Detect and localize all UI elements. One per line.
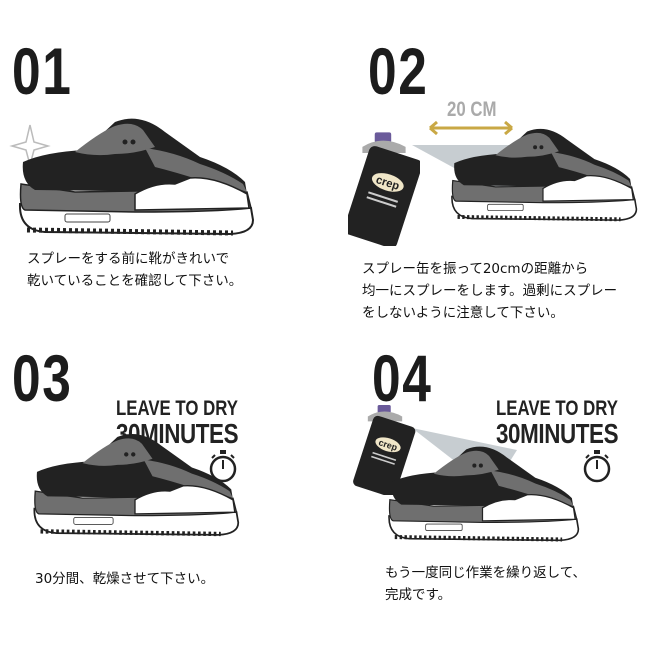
- distance-arrow-icon: [429, 120, 513, 136]
- sneaker-illustration: [15, 112, 255, 242]
- leave-to-dry-text: LEAVE TO DRY: [496, 397, 618, 420]
- instruction-line: 完成です。: [385, 587, 452, 603]
- instruction-line: もう一度同じ作業を繰り返して、: [385, 565, 587, 581]
- step-2-instructions: スプレー缶を振って20cmの距離から 均一にスプレーをします。過剰にスプレー を…: [362, 258, 617, 324]
- step-4-instructions: もう一度同じ作業を繰り返して、 完成です。: [385, 562, 586, 606]
- dry-time-label: LEAVE TO DRY 30MINUTES: [496, 397, 619, 449]
- duration-text: 30MINUTES: [496, 418, 619, 449]
- instruction-line: スプレーをする前に靴がきれいで: [27, 251, 230, 267]
- step-1-instructions: スプレーをする前に靴がきれいで 乾いていることを確認して下さい。: [27, 248, 242, 292]
- instruction-line: 乾いていることを確認して下さい。: [27, 273, 243, 289]
- stopwatch-icon: [582, 450, 612, 484]
- step-3-instructions: 30分間、乾燥させて下さい。: [35, 568, 214, 590]
- sneaker-illustration: [385, 440, 580, 548]
- instruction-line: スプレー缶を振って20cmの距離から: [362, 261, 589, 277]
- step-2-number: 02: [368, 34, 429, 108]
- spray-can-illustration: [348, 132, 420, 246]
- distance-label: 20 CM: [447, 98, 497, 121]
- instruction-line: 30分間、乾燥させて下さい。: [35, 571, 215, 587]
- step-3-number: 03: [12, 341, 73, 415]
- step-1-number: 01: [12, 34, 73, 108]
- leave-to-dry-text: LEAVE TO DRY: [116, 397, 238, 420]
- sneaker-illustration: [448, 110, 638, 240]
- sneaker-illustration: [30, 425, 240, 545]
- step-4-number: 04: [372, 341, 433, 415]
- instruction-line: をしないように注意して下さい。: [362, 305, 564, 321]
- instruction-line: 均一にスプレーをします。過剰にスプレー: [362, 283, 618, 299]
